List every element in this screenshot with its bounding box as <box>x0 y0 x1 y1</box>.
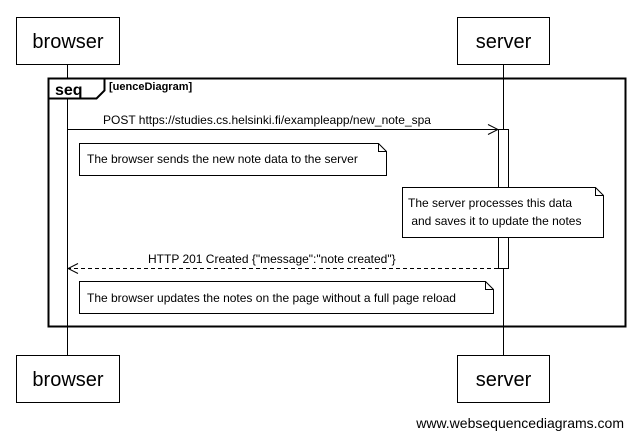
browser-sends-note-fold <box>378 143 387 152</box>
browser-updates-note-fold <box>485 281 494 290</box>
server-processes-note <box>402 187 604 238</box>
browser-participant-bottom <box>16 355 120 403</box>
browser-participant-top <box>16 17 120 65</box>
frame-keyword: seq <box>55 82 83 99</box>
server-participant-bottom-label: server <box>476 369 532 391</box>
browser-sends-note-text: The browser sends the new note data to t… <box>87 152 358 166</box>
server-processes-note-line2: and saves it to update the notes <box>408 214 581 228</box>
post-message-label: POST https://studies.cs.helsinki.fi/exam… <box>103 113 431 127</box>
frame-label: [uenceDiagram] <box>109 81 192 93</box>
frame-keyword-tab <box>47 77 106 100</box>
server-processes-note-line1: The server processes this data <box>408 196 572 210</box>
browser-updates-note-text: The browser updates the notes on the pag… <box>87 291 456 305</box>
browser-participant-bottom-label: browser <box>32 369 103 391</box>
watermark: www.websequencediagrams.com <box>415 415 624 431</box>
server-participant-bottom <box>457 355 550 403</box>
sequence-frame <box>47 77 627 328</box>
server-processes-note-fold <box>595 187 604 196</box>
browser-participant-top-label: browser <box>32 31 103 53</box>
response-message-label: HTTP 201 Created {"message":"note create… <box>148 252 396 266</box>
server-participant-top-label: server <box>476 31 532 53</box>
browser-updates-note <box>79 281 494 314</box>
server-participant-top <box>457 17 550 65</box>
browser-sends-note <box>79 143 387 176</box>
